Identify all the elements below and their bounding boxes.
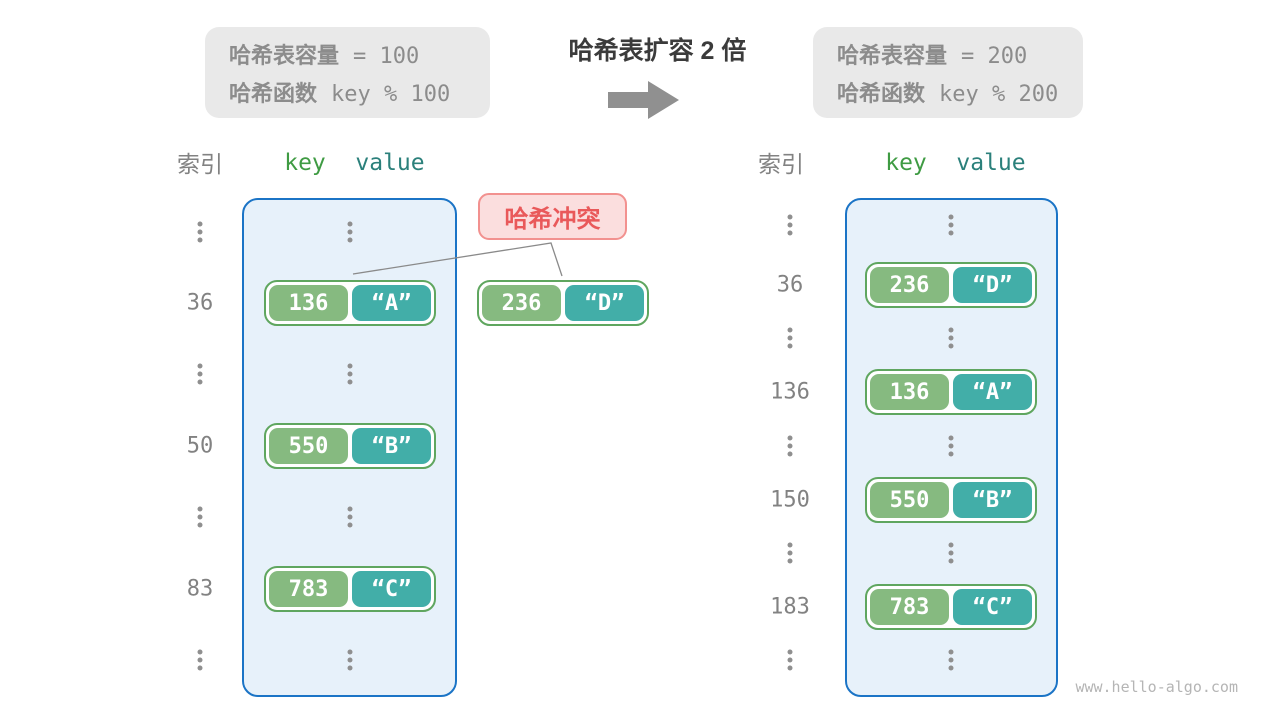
key-cell: 136 (870, 374, 949, 410)
vertical-ellipsis-icon (787, 435, 793, 457)
vertical-ellipsis-icon (347, 221, 353, 243)
index-label: 83 (186, 576, 214, 602)
vertical-ellipsis-icon (787, 542, 793, 564)
hash-collision-badge: 哈希冲突 (478, 193, 627, 240)
left-key-header: key (284, 150, 326, 176)
vertical-ellipsis-icon (948, 214, 954, 236)
table-row-pair: 550 “B” (865, 477, 1037, 523)
capacity-info-box-new: 哈希表容量 = 200 哈希函数 key % 200 (813, 27, 1083, 118)
hash-function-value: key % 200 (939, 81, 1059, 107)
index-label: 36 (186, 290, 214, 316)
vertical-ellipsis-icon (787, 214, 793, 236)
key-cell: 550 (870, 482, 949, 518)
index-label: 36 (776, 272, 804, 298)
value-cell: “D” (565, 285, 644, 321)
vertical-ellipsis-icon (948, 649, 954, 671)
key-cell: 136 (269, 285, 348, 321)
value-cell: “B” (953, 482, 1032, 518)
value-cell: “D” (953, 267, 1032, 303)
table-row-pair: 236 “D” (865, 262, 1037, 308)
hash-function-line: 哈希函数 key % 100 (229, 76, 466, 108)
capacity-line: 哈希表容量 = 100 (229, 38, 466, 70)
table-row-pair: 783 “C” (865, 584, 1037, 630)
left-index-header: 索引 (177, 151, 223, 177)
vertical-ellipsis-icon (948, 435, 954, 457)
index-label: 50 (186, 433, 214, 459)
index-label: 183 (770, 594, 810, 620)
vertical-ellipsis-icon (787, 327, 793, 349)
capacity-line: 哈希表容量 = 200 (837, 38, 1059, 70)
table-row-pair: 136 “A” (264, 280, 436, 326)
capacity-label: 哈希表容量 (837, 42, 948, 68)
right-key-header: key (885, 150, 927, 176)
left-value-header: value (355, 150, 425, 176)
hash-function-label: 哈希函数 (837, 80, 926, 106)
vertical-ellipsis-icon (347, 363, 353, 385)
vertical-ellipsis-icon (197, 363, 203, 385)
vertical-ellipsis-icon (197, 221, 203, 243)
capacity-label: 哈希表容量 (229, 42, 340, 68)
vertical-ellipsis-icon (197, 649, 203, 671)
right-value-header: value (956, 150, 1026, 176)
key-cell: 236 (482, 285, 561, 321)
vertical-ellipsis-icon (347, 506, 353, 528)
diagram-title: 哈希表扩容 2 倍 (568, 37, 747, 65)
colliding-pair: 236 “D” (477, 280, 649, 326)
vertical-ellipsis-icon (197, 506, 203, 528)
capacity-value: = 100 (353, 43, 420, 69)
vertical-ellipsis-icon (948, 327, 954, 349)
right-arrow-icon (608, 81, 679, 119)
capacity-value: = 200 (961, 43, 1028, 69)
hash-function-line: 哈希函数 key % 200 (837, 76, 1059, 108)
key-cell: 550 (269, 428, 348, 464)
table-row-pair: 136 “A” (865, 369, 1037, 415)
value-cell: “C” (953, 589, 1032, 625)
value-cell: “B” (352, 428, 431, 464)
watermark: www.hello-algo.com (1075, 678, 1238, 696)
value-cell: “C” (352, 571, 431, 607)
capacity-info-box-old: 哈希表容量 = 100 哈希函数 key % 100 (205, 27, 490, 118)
vertical-ellipsis-icon (948, 542, 954, 564)
value-cell: “A” (352, 285, 431, 321)
vertical-ellipsis-icon (787, 649, 793, 671)
index-label: 136 (770, 379, 810, 405)
key-cell: 783 (870, 589, 949, 625)
value-cell: “A” (953, 374, 1032, 410)
key-cell: 236 (870, 267, 949, 303)
table-row-pair: 550 “B” (264, 423, 436, 469)
right-index-header: 索引 (758, 151, 804, 177)
hash-function-value: key % 100 (331, 81, 451, 107)
key-cell: 783 (269, 571, 348, 607)
hash-function-label: 哈希函数 (229, 80, 318, 106)
index-label: 150 (770, 487, 810, 513)
vertical-ellipsis-icon (347, 649, 353, 671)
table-row-pair: 783 “C” (264, 566, 436, 612)
